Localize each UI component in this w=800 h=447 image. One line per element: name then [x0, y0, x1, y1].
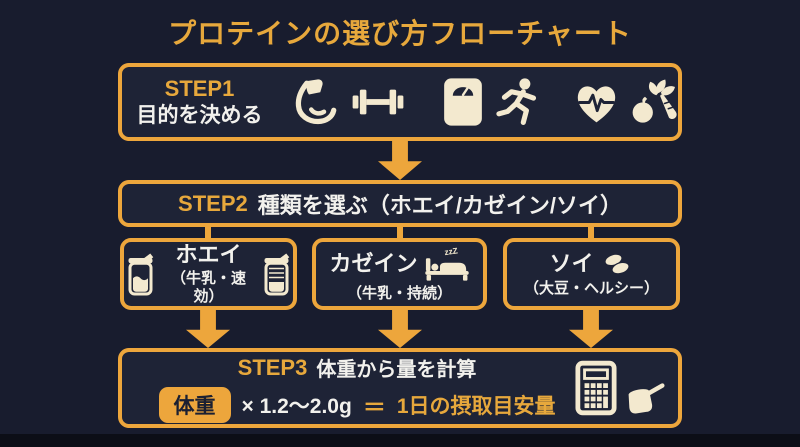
option-soy-subtitle: （大豆・ヘルシー） [523, 280, 659, 297]
bicep-icon [291, 78, 339, 126]
option-soy-text: ソイ （大豆・ヘルシー） [524, 250, 659, 298]
step3-label: STEP3 [237, 354, 308, 380]
step1-label-group: STEP1 目的を決める [122, 75, 277, 129]
shaker-icon [124, 252, 157, 297]
option-box-casein: カゼイン zzZ （牛乳・持続） [312, 238, 487, 310]
runner-icon [495, 76, 539, 128]
connector-whey [205, 227, 211, 239]
calculator-icon [575, 360, 617, 416]
option-casein-subtitle: （牛乳・持続） [346, 285, 452, 302]
step2-box: STEP2 種類を選ぶ（ホエイ/カゼイン/ソイ） [118, 180, 682, 227]
option-box-soy: ソイ （大豆・ヘルシー） [503, 238, 680, 310]
step3-heading-row: STEP3 体重から量を計算 [238, 353, 477, 382]
bottom-edge [0, 434, 800, 447]
dumbbell-icon [349, 84, 407, 120]
zzz-label: zzZ [443, 245, 458, 257]
scale-icon [441, 76, 485, 128]
soybeans-icon [600, 250, 634, 278]
heart-pulse-icon [573, 80, 620, 125]
formula-row: 体重 × 1.2〜2.0g ＝ 1日の摂取目安量 [158, 387, 556, 423]
connector-soy [588, 227, 594, 239]
step3-box: STEP3 体重から量を計算 体重 × 1.2〜2.0g ＝ 1日の摂取目安量 [118, 348, 682, 428]
formula-result: 1日の摂取目安量 [396, 395, 556, 418]
page-title: プロテインの選び方フローチャート [168, 18, 632, 49]
down-arrow-whey [186, 310, 230, 348]
step2-label: STEP2 [178, 190, 248, 216]
formula-equals: ＝ [362, 394, 386, 420]
down-arrow-step1-step2 [378, 141, 422, 180]
option-soy-name: ソイ [549, 250, 594, 276]
option-casein-text: カゼイン zzZ （牛乳・持続） [329, 245, 469, 303]
goal-icons-row [291, 76, 678, 128]
option-box-whey: ホエイ （牛乳・速効） [120, 238, 297, 310]
shaker-icon [260, 252, 293, 297]
step3-heading: 体重から量を計算 [316, 359, 477, 381]
formula-multiplier: × 1.2〜2.0g [241, 395, 352, 418]
weight-badge: 体重 [158, 387, 231, 423]
down-arrow-casein [378, 310, 422, 348]
vegetables-icon [630, 78, 678, 126]
option-casein-name: カゼイン [329, 250, 418, 276]
scoop-icon [622, 380, 666, 416]
step1-heading: 目的を決める [136, 103, 263, 127]
step2-heading: 種類を選ぶ（ホエイ/カゼイン/ソイ） [257, 192, 622, 218]
connector-casein [397, 227, 403, 239]
step1-label: STEP1 [164, 76, 235, 102]
sleeping-bed-icon: zzZ [424, 245, 470, 283]
step1-box: STEP1 目的を決める [118, 63, 682, 141]
option-whey-name: ホエイ [175, 241, 242, 267]
step3-icons [575, 360, 666, 416]
option-whey-subtitle: （牛乳・速効） [170, 270, 246, 306]
down-arrow-soy [569, 310, 613, 348]
option-whey-text: ホエイ （牛乳・速効） [164, 242, 253, 306]
